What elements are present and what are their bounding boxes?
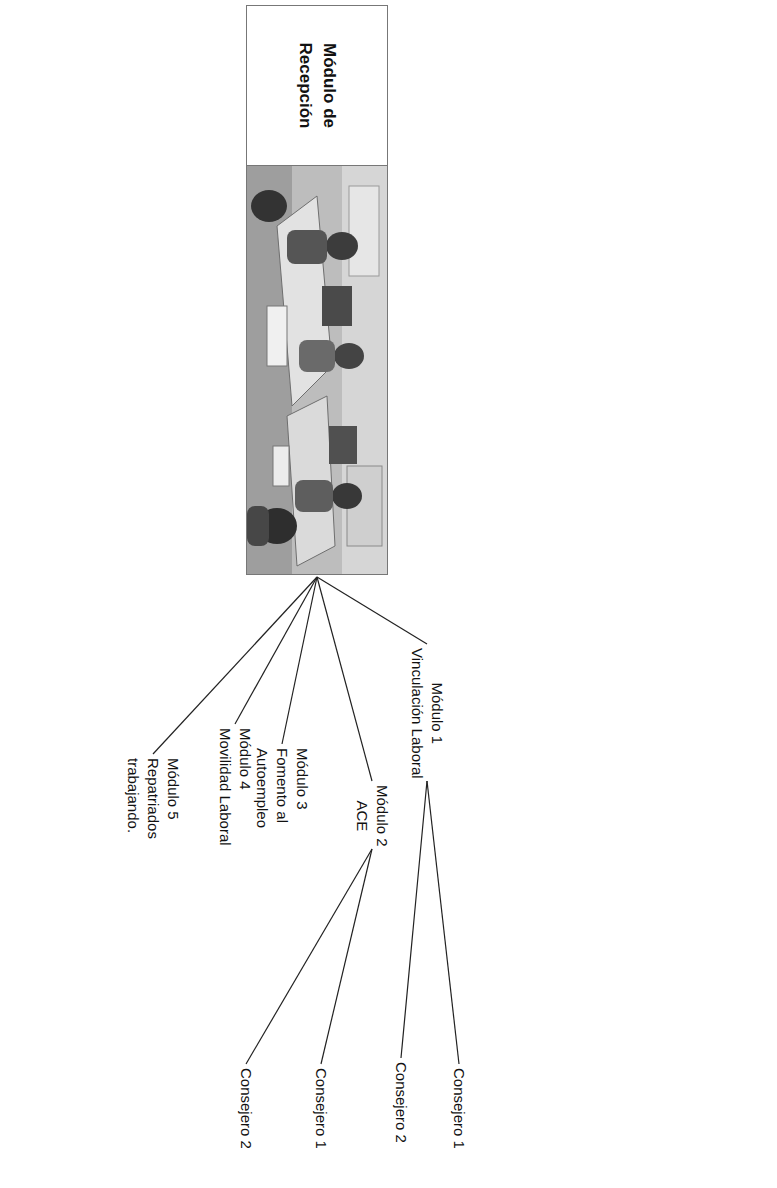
office-photo	[247, 166, 387, 574]
module-label: Módulo 3Fomento al Autoempleo	[252, 748, 312, 843]
node-heading: Módulo 1	[427, 648, 447, 779]
node-heading: Módulo 3	[292, 748, 312, 843]
branch-line	[317, 577, 372, 781]
node-heading: Consejero 2	[236, 1068, 256, 1149]
counselor-label: Consejero 1	[311, 1068, 331, 1149]
counselor-label: Consejero 2	[391, 1062, 411, 1143]
module-label: Módulo 5Repatriados trabajando.	[123, 758, 183, 858]
module-label: Módulo 1Vinculación Laboral	[407, 648, 447, 779]
node-body: ACE	[352, 785, 372, 847]
node-body: Fomento al Autoempleo	[252, 748, 292, 843]
branch-line	[282, 577, 317, 744]
node-heading: Consejero 1	[449, 1068, 469, 1149]
node-body: Vinculación Laboral	[407, 648, 427, 779]
branch-line	[246, 849, 372, 1064]
counselor-label: Consejero 1	[449, 1068, 469, 1149]
node-body: Movilidad Laboral	[215, 728, 235, 846]
branch-line	[317, 577, 427, 644]
reception-box: Módulo de Recepción	[246, 5, 388, 575]
node-body: Repatriados trabajando.	[123, 758, 163, 858]
reception-title: Módulo de Recepción	[293, 43, 341, 129]
branch-line	[321, 849, 372, 1064]
node-heading: Módulo 2	[372, 785, 392, 847]
module-label: Módulo 4Movilidad Laboral	[215, 728, 255, 846]
reception-label-cell: Módulo de Recepción	[247, 6, 387, 166]
branch-line	[235, 577, 317, 724]
counselor-label: Consejero 2	[236, 1068, 256, 1149]
branch-line	[401, 781, 427, 1058]
node-heading: Consejero 2	[391, 1062, 411, 1143]
branch-line	[427, 781, 459, 1064]
node-heading: Consejero 1	[311, 1068, 331, 1149]
module-label: Módulo 2ACE	[352, 785, 392, 847]
node-heading: Módulo 4	[235, 728, 255, 846]
node-heading: Módulo 5	[163, 758, 183, 858]
branch-line	[153, 577, 317, 754]
